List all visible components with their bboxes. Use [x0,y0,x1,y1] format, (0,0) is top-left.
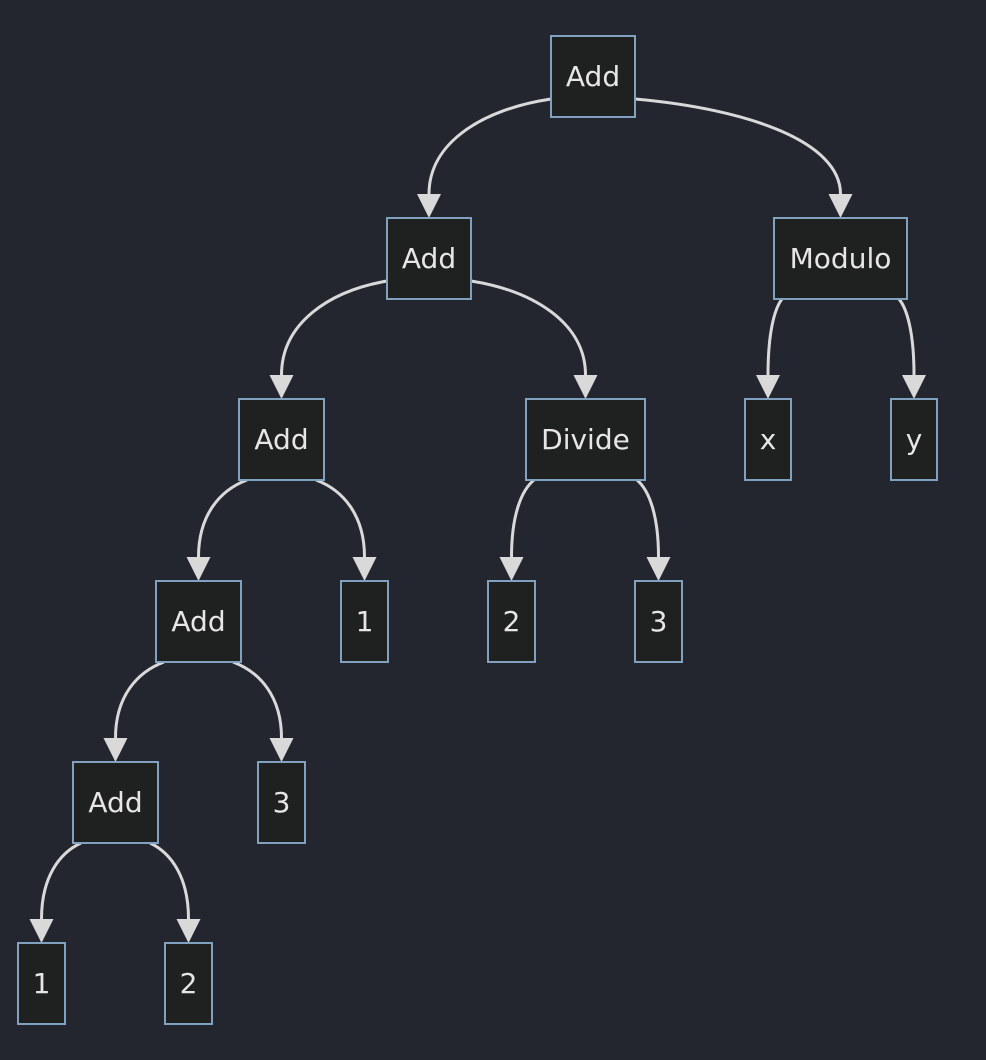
edge-connector [897,298,916,376]
nodes-layer: Add Add Modulo Add Divide x y Add [17,35,938,1025]
edges-layer [29,97,926,943]
node-3: 3 [257,761,306,844]
arrowhead-icon [902,375,926,399]
node-label: Add [402,242,456,275]
node-label: y [906,423,923,456]
edge-connector [635,478,660,558]
arrowhead-icon [269,375,294,399]
node-label: Add [254,423,308,456]
arrowhead-icon [29,919,54,943]
node-label: Add [171,605,225,638]
arrowhead-icon [499,557,524,581]
node-label: Add [88,786,142,819]
edge-connector [470,279,587,376]
node-label: 2 [180,967,198,1000]
edge-connector [280,279,388,376]
node-add-level1: Add [386,217,472,300]
node-1: 1 [340,580,389,663]
edge-connector [634,97,842,195]
arrowhead-icon [352,557,377,581]
node-add-level4: Add [72,761,159,844]
node-label: 3 [650,605,668,638]
node-add-level2: Add [238,398,325,481]
node-label: x [760,423,777,456]
node-1: 1 [17,942,66,1025]
arrowhead-icon [176,919,201,943]
arrowhead-icon [756,375,780,399]
node-label: 1 [356,605,374,638]
node-y: y [890,398,938,481]
arrowhead-icon [186,557,211,581]
node-modulo: Modulo [773,217,908,300]
node-label: Divide [541,423,630,456]
arrowhead-icon [269,738,294,762]
arrowhead-icon [417,194,441,218]
edge-connector [766,298,784,376]
edge-connector [427,97,552,195]
node-x: x [744,398,792,481]
node-label: 2 [503,605,521,638]
edge-connector [197,478,248,558]
node-label: Modulo [790,242,892,275]
node-label: 3 [273,786,291,819]
node-label: 1 [33,967,51,1000]
edge-connector [40,841,82,920]
node-add-level3: Add [155,580,242,663]
arrowhead-icon [573,375,598,399]
node-2: 2 [164,942,213,1025]
arrowhead-icon [828,194,853,218]
node-divide: Divide [525,398,646,481]
arrowhead-icon [646,557,671,581]
node-add-root: Add [550,35,636,118]
arrowhead-icon [103,738,128,762]
edge-connector [232,660,283,739]
edge-connector [315,478,366,558]
node-label: Add [566,60,620,93]
edge-connector [510,478,535,558]
edge-connector [149,841,190,920]
node-3: 3 [634,580,683,663]
node-2: 2 [487,580,536,663]
edge-connector [114,660,165,739]
